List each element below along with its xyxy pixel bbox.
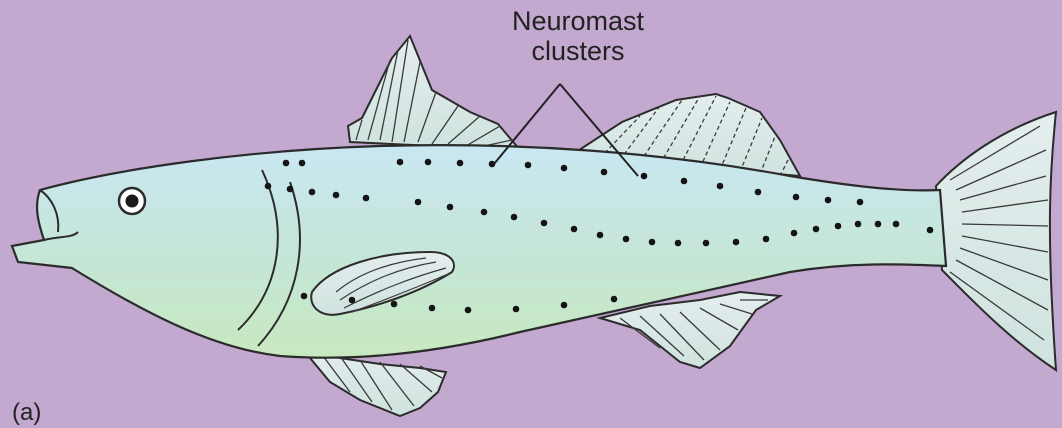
caudal-fin bbox=[936, 112, 1056, 370]
fish-body bbox=[12, 145, 946, 358]
callout-line-2: clusters bbox=[478, 36, 678, 66]
eye bbox=[119, 188, 145, 214]
callout-line-1: Neuromast bbox=[478, 6, 678, 36]
neuromast-callout-label: Neuromast clusters bbox=[478, 6, 678, 66]
